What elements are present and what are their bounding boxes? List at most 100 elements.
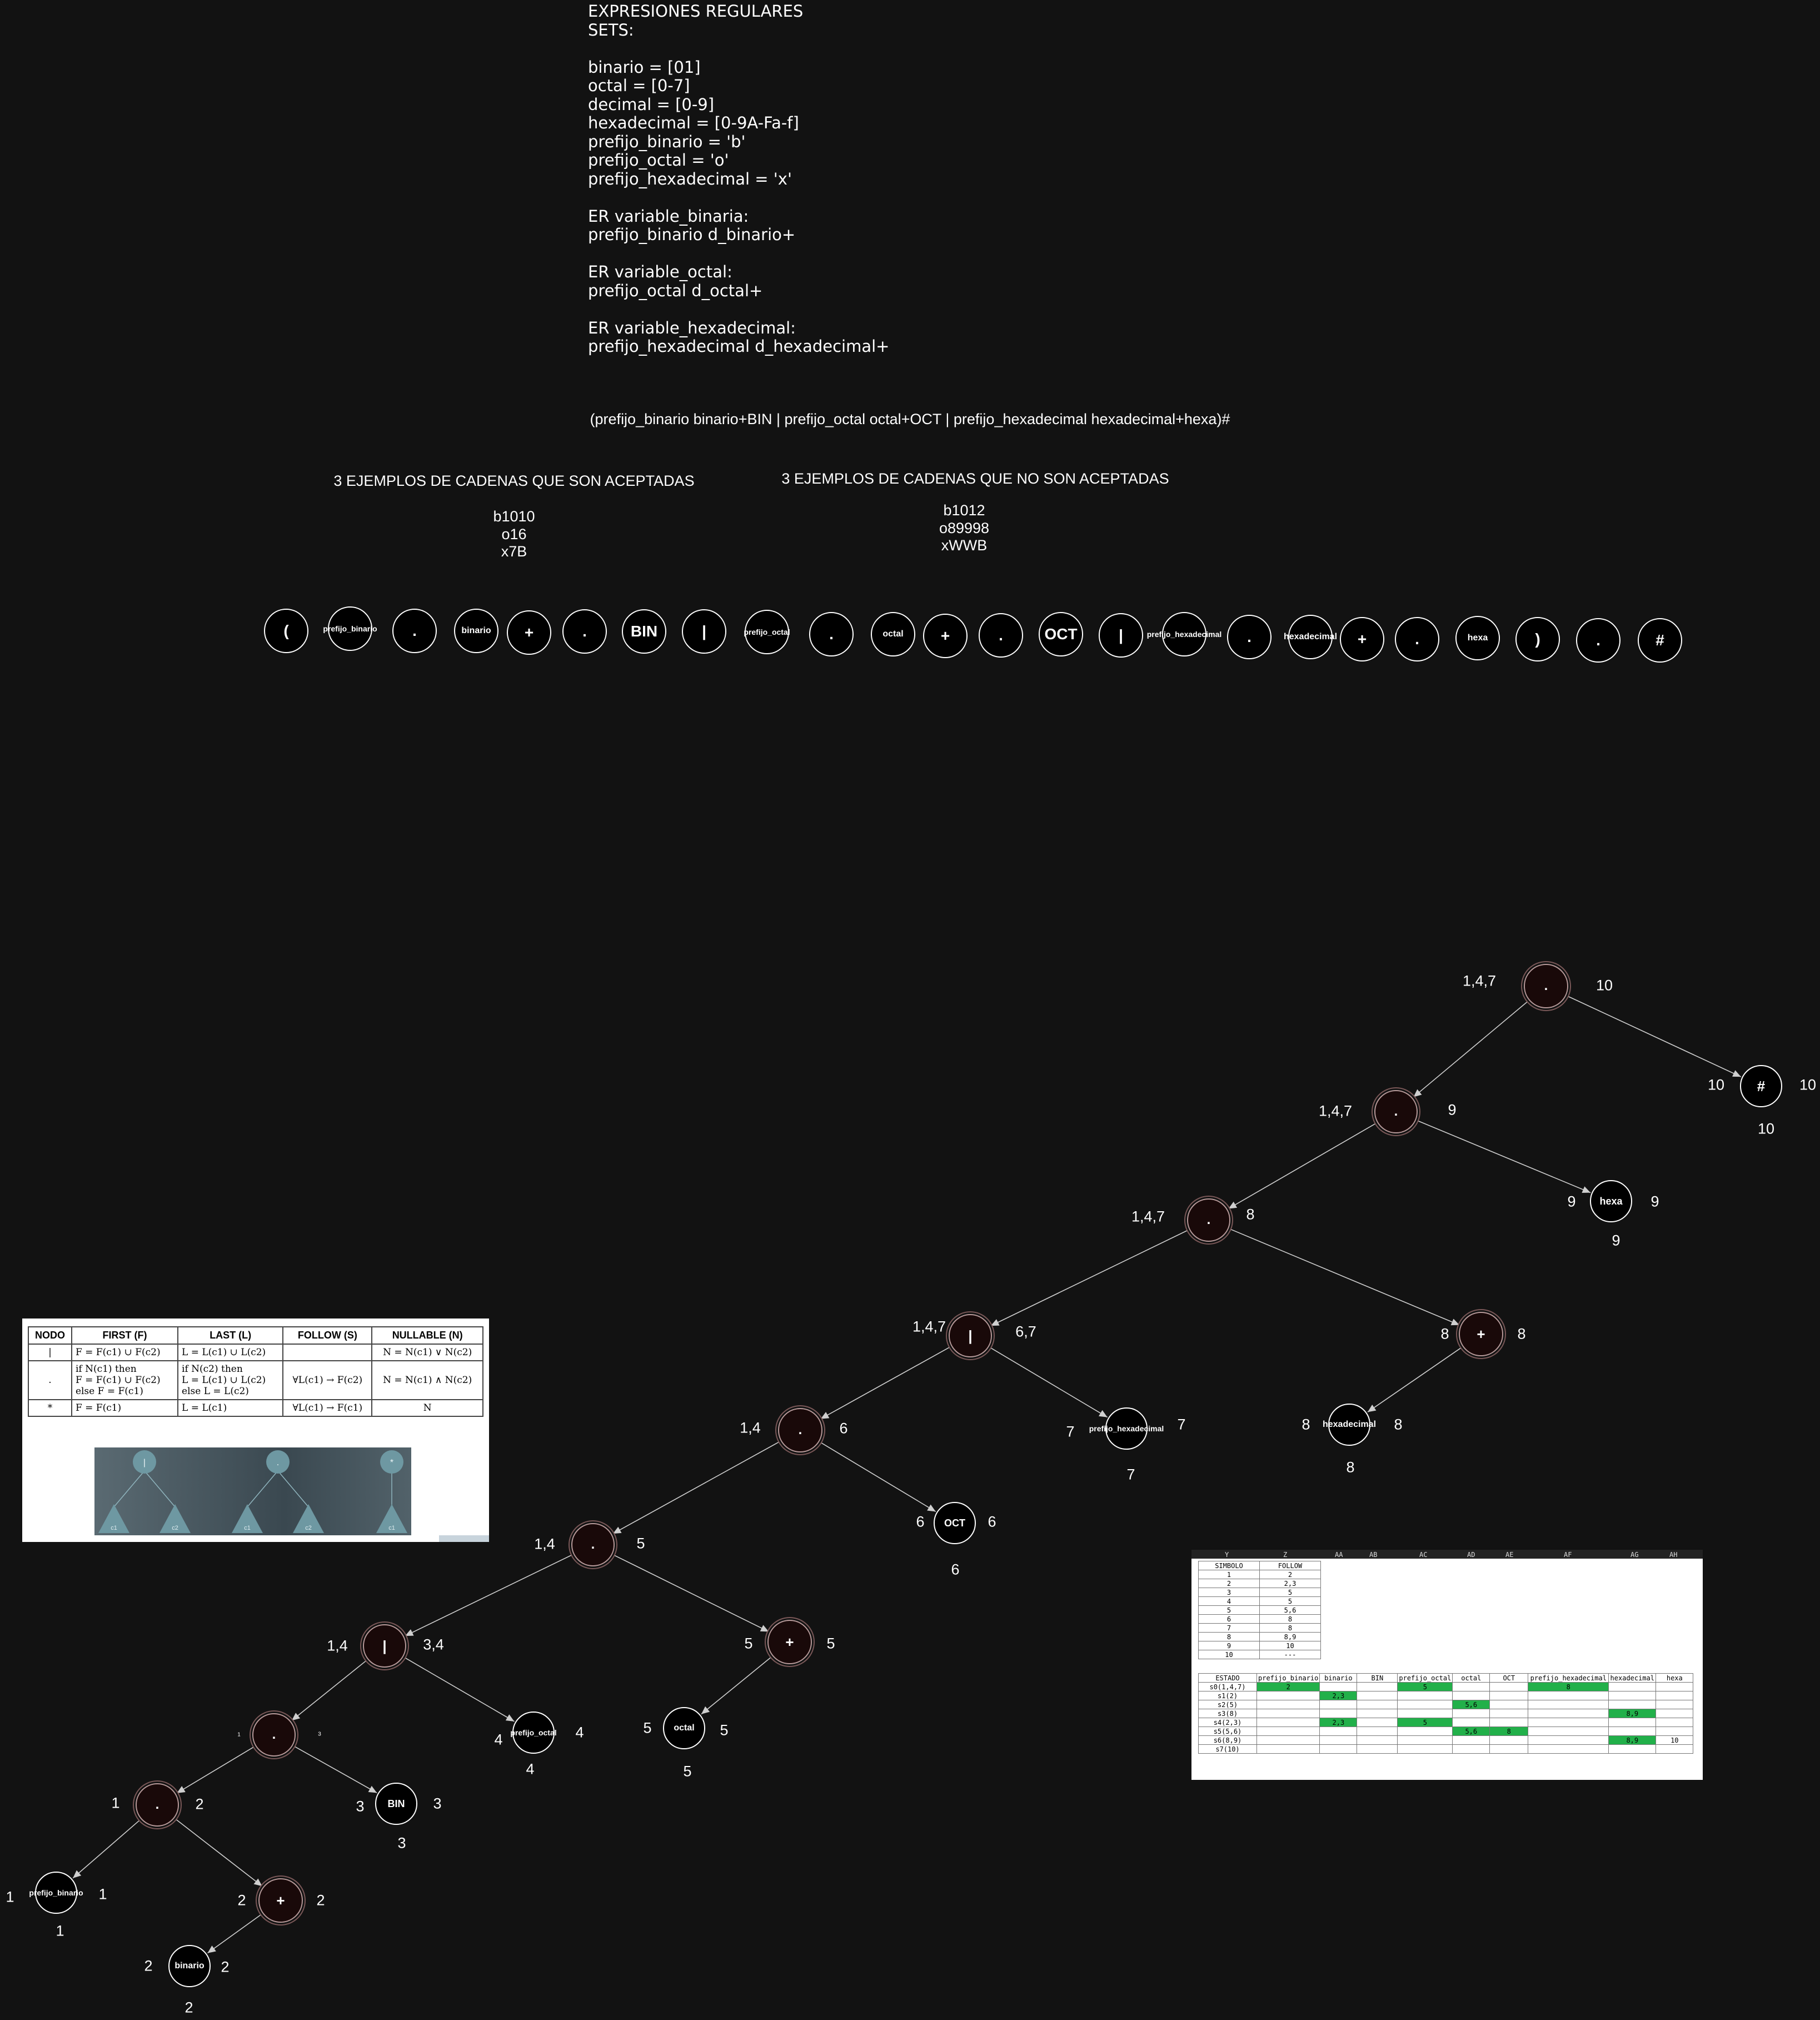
tree-edge-0 [1413, 1000, 1529, 1098]
tree-last-phex: 7 [1177, 1416, 1186, 1433]
rules-cell: N = N(c1) ∨ N(c2) [371, 1344, 483, 1361]
tree-node-root: . [1524, 964, 1568, 1008]
tree-edge-10 [819, 1441, 936, 1512]
tree-first-plus8: 8 [1440, 1325, 1449, 1342]
rules-header-1: FIRST (F) [71, 1326, 179, 1345]
sheet-cell [1452, 1709, 1490, 1718]
tree-node-hexa: hexa [1590, 1180, 1632, 1222]
tree-edge-16 [176, 1745, 256, 1794]
sheet-cell: hexa [1656, 1673, 1694, 1683]
rejected-examples: b1012 o89998 xWWB [939, 502, 990, 554]
rules-cell [282, 1344, 373, 1361]
tree-last-oct: 6 [988, 1513, 996, 1530]
sheet-cell: 4 [1198, 1596, 1260, 1606]
sheet-cell: octal [1452, 1673, 1490, 1683]
token-1: prefijo_binario [323, 606, 377, 651]
sheet-col-AD: AD [1467, 1551, 1475, 1559]
sheet-cell [1528, 1709, 1609, 1718]
sheet-cell: 8 [1259, 1623, 1321, 1633]
regular-expressions-text: EXPRESIONES REGULARES SETS: binario = [0… [588, 2, 890, 356]
svg-text:.: . [277, 1458, 279, 1467]
tree-node-c8: . [1187, 1198, 1230, 1242]
tree-edge-3 [1415, 1120, 1591, 1193]
tree-first-c6: 1,4 [740, 1419, 761, 1436]
sheet-cell: 5 [1198, 1605, 1260, 1615]
sheet-cell [1397, 1709, 1453, 1718]
tree-edge-1 [1565, 995, 1742, 1077]
tree-position-phex: 7 [1126, 1466, 1135, 1483]
tree-edge-2 [1228, 1122, 1378, 1210]
sheet-cell: 8 [1489, 1727, 1529, 1736]
rules-cell: F = F(c1) [71, 1399, 179, 1417]
sheet-col-AG: AG [1630, 1551, 1639, 1559]
tree-edge-8 [989, 1346, 1108, 1418]
sheet-cell: BIN [1357, 1673, 1398, 1683]
token-4: + [507, 610, 551, 655]
tree-last-octal: 5 [720, 1722, 729, 1739]
sheet-cell: s3(8) [1198, 1709, 1257, 1718]
rules-cell: . [28, 1360, 72, 1400]
token-10: octal [871, 612, 915, 656]
sheet-cell [1256, 1718, 1320, 1727]
sheet-cell: 9 [1198, 1641, 1260, 1650]
regex-expression: (prefijo_binario binario+BIN | prefijo_o… [590, 411, 1230, 427]
sheet-cell: 8 [1528, 1682, 1609, 1691]
tree-first-octal: 5 [643, 1719, 652, 1737]
tree-last-bin: 3 [433, 1795, 442, 1812]
sheet-cell [1489, 1682, 1529, 1691]
sheet-cell: 6 [1198, 1614, 1260, 1624]
sheet-cell: SIMBOLO [1198, 1561, 1260, 1570]
tree-last-pbin: 1 [98, 1885, 107, 1903]
sheet-cell [1397, 1700, 1453, 1709]
sheet-cell: 2,3 [1319, 1691, 1358, 1700]
token-20: hexa [1455, 616, 1500, 660]
accepted-examples: b1010 o16 x7B [493, 508, 535, 560]
tree-last-plus2: 2 [316, 1892, 325, 1909]
tree-first-c5: 1,4 [534, 1535, 555, 1553]
token-11: + [923, 614, 968, 658]
tree-last-or67: 6,7 [1015, 1323, 1036, 1340]
accepted-title: 3 EJEMPLOS DE CADENAS QUE SON ACEPTADAS [333, 472, 695, 489]
tree-edge-15 [403, 1656, 515, 1722]
sheet-cell: s6(8,9) [1198, 1735, 1257, 1745]
tree-node-phex: prefijo_hexadecimal [1089, 1407, 1164, 1450]
sheet-cell [1256, 1700, 1320, 1709]
sheet-cell [1256, 1727, 1320, 1736]
sheet-cell: 8,9 [1608, 1735, 1657, 1745]
sheet-cell: 10 [1198, 1650, 1260, 1659]
sheet-cell [1357, 1744, 1398, 1754]
tree-position-binario: 2 [185, 1999, 193, 2016]
sheet-cell [1357, 1700, 1398, 1709]
tree-last-hash: 10 [1799, 1076, 1817, 1093]
sheet-cell [1452, 1735, 1490, 1745]
tree-node-plus2: + [258, 1878, 303, 1923]
tree-first-hexa: 9 [1567, 1193, 1576, 1210]
sheet-cell [1528, 1735, 1609, 1745]
sheet-cell [1656, 1709, 1694, 1718]
sheet-cell [1452, 1744, 1490, 1754]
mini-op-2 [380, 1450, 403, 1474]
sheet-col-Y: Y [1225, 1551, 1229, 1559]
tree-node-octal: octal [663, 1707, 705, 1749]
sheet-cell: 8,9 [1608, 1709, 1657, 1718]
mini-op-0 [133, 1450, 156, 1474]
sheet-cell [1489, 1718, 1529, 1727]
sheet-cell [1489, 1700, 1529, 1709]
sheet-cell: 3 [1198, 1588, 1260, 1597]
tree-node-poct: prefijo_octal [510, 1711, 557, 1754]
sheet-cell: prefijo_octal [1397, 1673, 1453, 1683]
mini-subtree-c2 [293, 1504, 324, 1533]
rules-cell: L = L(c1) ∪ L(c2) [177, 1344, 284, 1361]
sheet-cell [1256, 1709, 1320, 1718]
tree-first-hash: 10 [1707, 1076, 1725, 1093]
